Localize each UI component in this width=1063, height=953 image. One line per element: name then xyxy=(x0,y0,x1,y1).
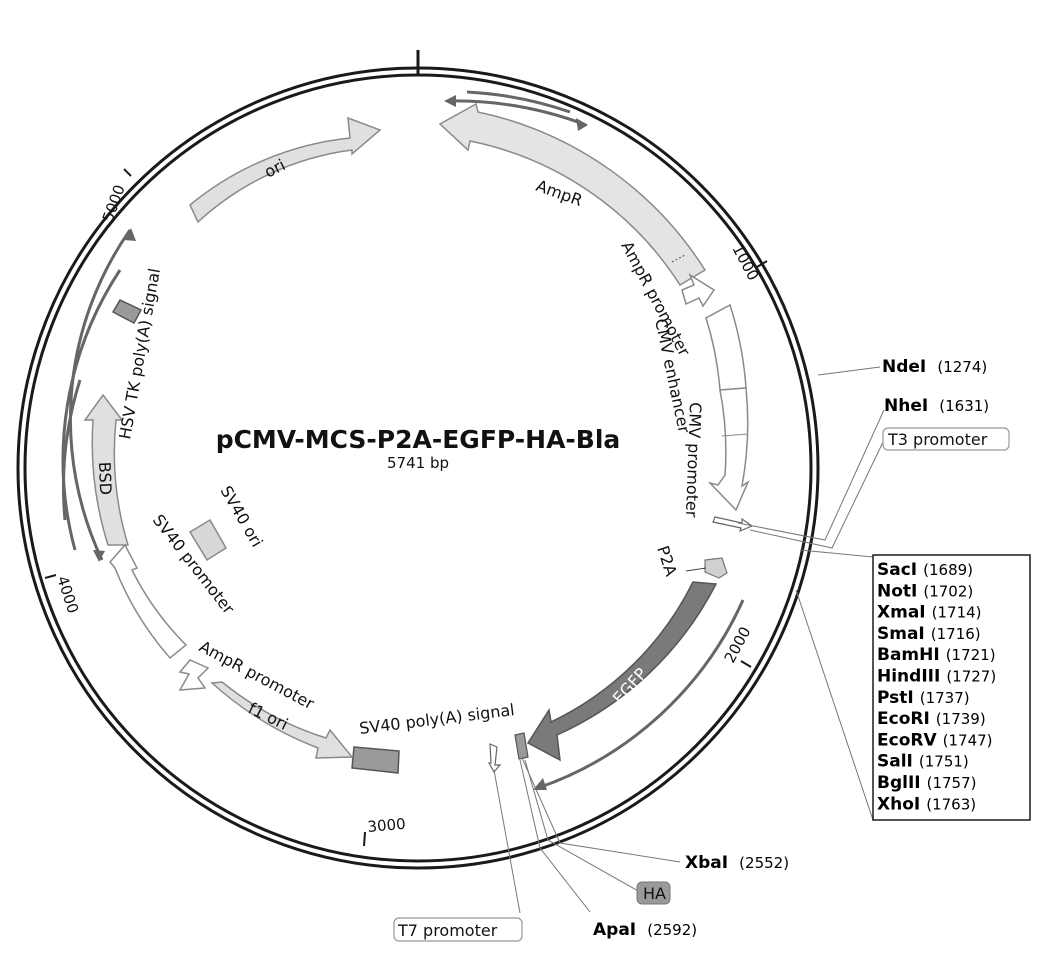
mcs-site-ecorv: EcoRV(1747) xyxy=(877,730,993,750)
site-t3-promoter: T3 promoter xyxy=(882,427,1010,451)
mcs-site-smai: SmaI(1716) xyxy=(877,624,981,644)
feature-p2a: P2A xyxy=(653,543,728,579)
feature-t3-arrow xyxy=(712,516,754,533)
feature-sv40-ori: SV40 ori xyxy=(188,483,267,562)
orf-arrow-left xyxy=(68,229,132,561)
svg-text:T3 promoter: T3 promoter xyxy=(887,430,988,449)
mcs-site-xmai: XmaI(1714) xyxy=(877,603,982,623)
mcs-site-noti: NotI(1702) xyxy=(877,581,973,601)
leader-ndei xyxy=(817,366,881,376)
mcs-site-saci: SacI(1689) xyxy=(877,560,973,580)
tick-label-3000: 3000 xyxy=(367,815,407,836)
label-bsd: BSD xyxy=(95,461,115,495)
tick-label-2000: 2000 xyxy=(721,624,755,666)
site-leaders xyxy=(493,366,885,914)
orf-arrow-top xyxy=(447,99,587,127)
tick-label-1000: 1000 xyxy=(728,241,762,283)
leader-t3 xyxy=(749,439,885,549)
orf-arrows xyxy=(61,90,745,790)
mcs-site-bamhi: BamHI(1721) xyxy=(877,645,996,665)
feature-ampr: AmpR xyxy=(438,102,707,287)
svg-text:HA: HA xyxy=(643,884,666,903)
tick-2000: 2000 xyxy=(721,624,755,668)
feature-ha-box xyxy=(514,732,529,760)
feature-sv40-promoter: SV40 promoter xyxy=(109,511,239,660)
label-p2a: P2A xyxy=(653,543,681,578)
plasmid-title: pCMV-MCS-P2A-EGFP-HA-Bla xyxy=(216,425,621,454)
mcs-site-ecori: EcoRI(1739) xyxy=(877,709,986,729)
orf-arrow-right xyxy=(537,599,745,790)
site-nhei: NheI (1631) xyxy=(884,396,989,416)
label-hsv-tk-polya: HSV TK poly(A) signal xyxy=(115,267,164,441)
label-f1-ori: f1 ori xyxy=(245,699,291,734)
mcs-site-sali: SalI(1751) xyxy=(877,752,969,772)
leader-t7 xyxy=(493,769,521,914)
leader-apai xyxy=(519,759,591,913)
feature-egfp: EGFP xyxy=(526,581,718,762)
site-t7-promoter: T7 promoter xyxy=(393,917,523,942)
site-ndei: NdeI (1274) xyxy=(882,357,987,377)
leader-mcs-top xyxy=(799,549,874,558)
svg-text:T7 promoter: T7 promoter xyxy=(397,921,498,940)
mcs-site-hindiii: HindIII(1727) xyxy=(877,667,996,687)
feature-t7-arrow xyxy=(487,743,502,774)
plasmid-length: 5741 bp xyxy=(387,454,449,472)
leader-xbai xyxy=(521,757,681,863)
feature-bsd: BSD xyxy=(83,393,130,546)
label-sv40-promoter: SV40 promoter xyxy=(149,511,239,618)
mcs-site-list: SacI(1689)NotI(1702)XmaI(1714)SmaI(1716)… xyxy=(877,560,996,814)
leader-nhei xyxy=(737,409,885,541)
tick-label-5000: 5000 xyxy=(99,182,129,224)
site-apai: ApaI (2592) xyxy=(593,920,697,940)
feature-ori: ori xyxy=(189,116,382,224)
tick-5000: 5000 xyxy=(99,168,132,224)
mcs-site-psti: PstI(1737) xyxy=(877,688,970,708)
mcs-site-xhoi: XhoI(1763) xyxy=(877,794,976,814)
site-xbai: XbaI (2552) xyxy=(685,853,789,873)
feature-cmv-promoter: CMV promoter xyxy=(682,387,750,518)
label-sv40-polya: SV40 poly(A) signal xyxy=(358,700,515,738)
backbone xyxy=(16,50,820,870)
label-sv40-ori: SV40 ori xyxy=(217,483,267,551)
leader-ha xyxy=(524,759,641,893)
leader-mcs-bottom xyxy=(795,589,874,821)
feature-hsv-tk-polya: HSV TK poly(A) signal xyxy=(111,267,164,441)
tick-3000: 3000 xyxy=(363,815,407,847)
tick-label-4000: 4000 xyxy=(53,574,82,616)
site-ha: HA xyxy=(636,881,671,905)
label-cmv-promoter: CMV promoter xyxy=(682,402,705,518)
mcs-site-bglii: BglII(1757) xyxy=(877,773,977,793)
mcs-box: SacI(1689)NotI(1702)XmaI(1714)SmaI(1716)… xyxy=(872,554,1031,821)
orf-arrowheads xyxy=(93,95,588,790)
